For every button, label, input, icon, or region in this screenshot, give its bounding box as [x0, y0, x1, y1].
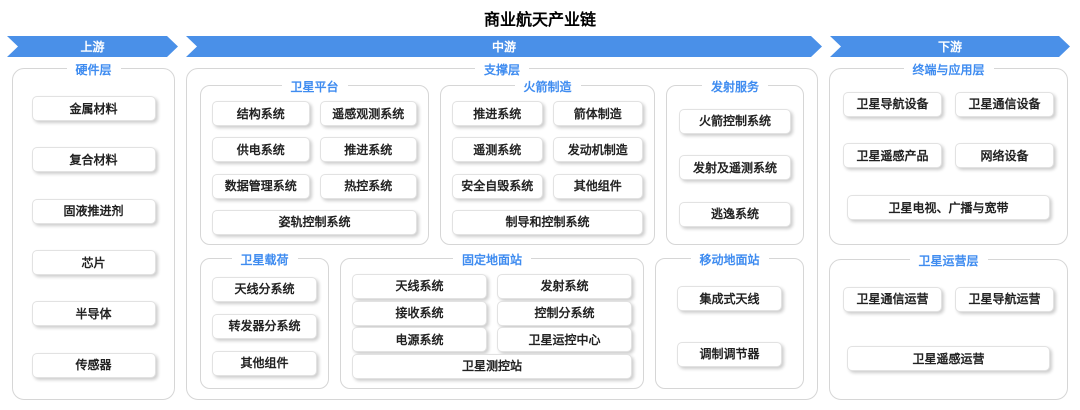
item-antenna-subsystem: 天线分系统	[212, 276, 317, 302]
item-satellite-navigation-equipment: 卫星导航设备	[843, 91, 942, 117]
item-satellite-navigation-operation: 卫星导航运营	[955, 286, 1054, 312]
arrow-downstream: 下游	[830, 36, 1070, 57]
item-thermal-control-system: 热控系统	[319, 173, 417, 199]
subpanel-rocket-manufacturing: 火箭制造 推进系统 箭体制造 遥测系统 发动机制造 安全自毁系统 其他组件 制导…	[440, 78, 655, 245]
item-rocket-propulsion-system: 推进系统	[452, 101, 543, 126]
panel-label-satellite-operation: 卫星运营层	[909, 252, 988, 269]
item-antenna-system: 天线系统	[352, 273, 487, 299]
item-telemetry-system: 遥测系统	[452, 137, 543, 163]
item-escape-system: 逃逸系统	[679, 201, 791, 227]
chain-content: 硬件层 金属材料 复合材料 固液推进剂 芯片 半导体 传感器 支撑层 卫星平台 …	[12, 61, 1068, 400]
item-satellite-tt-c-station: 卫星测控站	[352, 353, 632, 379]
item-self-destruct-system: 安全自毁系统	[452, 173, 543, 199]
panel-hardware-layer: 硬件层 金属材料 复合材料 固液推进剂 芯片 半导体 传感器	[12, 61, 175, 400]
subpanel-mobile-ground-station: 移动地面站 集成式天线 调制调节器	[655, 250, 804, 389]
item-satellite-remote-sensing-operation: 卫星遥感运营	[847, 346, 1050, 372]
subpanel-satellite-platform: 卫星平台 结构系统 遥感观测系统 供电系统 推进系统 数据管理系统 热控系统 姿…	[200, 78, 429, 245]
subpanel-label-satellite-platform: 卫星平台	[281, 78, 348, 95]
support-row-2: 卫星载荷 天线分系统 转发器分系统 其他组件 固定地面站 天线系统 发射系统 接…	[200, 250, 804, 389]
item-chips: 芯片	[31, 250, 156, 276]
arrow-midstream: 中游	[186, 36, 822, 57]
item-sensors: 传感器	[31, 352, 156, 378]
downstream-column: 终端与应用层 卫星导航设备 卫星通信设备 卫星遥感产品 网络设备 卫星电视、广播…	[829, 61, 1068, 400]
subpanel-label-fixed-ground-station: 固定地面站	[452, 250, 532, 268]
subpanel-label-mobile-ground-station: 移动地面站	[690, 250, 769, 268]
item-other-components-rocket: 其他组件	[552, 173, 643, 199]
item-metal-materials: 金属材料	[31, 96, 156, 122]
item-receive-system: 接收系统	[352, 300, 487, 326]
item-transponder-subsystem: 转发器分系统	[212, 313, 317, 339]
item-launch-telemetry-system: 发射及遥测系统	[679, 155, 791, 181]
page-title: 商业航天产业链	[483, 12, 596, 29]
panel-label-terminal-application: 终端与应用层	[903, 61, 994, 78]
item-satellite-communication-equipment: 卫星通信设备	[955, 91, 1054, 117]
subpanel-launch-service: 发射服务 火箭控制系统 发射及遥测系统 逃逸系统	[666, 78, 804, 245]
item-power-supply-system: 供电系统	[212, 137, 310, 163]
item-data-management-system: 数据管理系统	[212, 173, 310, 199]
chain-stage-arrows: 上游 中游 下游	[7, 36, 1070, 57]
item-satellite-communication-operation: 卫星通信运营	[843, 286, 942, 312]
item-integrated-antenna: 集成式天线	[676, 286, 783, 312]
item-rocket-control-system: 火箭控制系统	[679, 108, 791, 134]
item-engine-manufacturing: 发动机制造	[552, 137, 643, 163]
item-modulator-regulator: 调制调节器	[676, 341, 783, 367]
panel-label-hardware: 硬件层	[66, 61, 121, 78]
item-other-components-payload: 其他组件	[212, 350, 317, 376]
subpanel-label-launch-service: 发射服务	[701, 78, 769, 95]
item-solid-liquid-propellant: 固液推进剂	[31, 198, 156, 224]
item-propulsion-system: 推进系统	[319, 137, 417, 163]
item-satellite-operation-control-center: 卫星运控中心	[497, 327, 632, 353]
arrow-upstream: 上游	[7, 36, 178, 57]
item-satellite-tv-broadcast-broadband: 卫星电视、广播与宽带	[847, 195, 1050, 221]
item-structure-system: 结构系统	[212, 101, 310, 126]
item-guidance-control-system: 制导和控制系统	[452, 209, 643, 235]
item-network-equipment: 网络设备	[955, 143, 1054, 169]
item-control-subsystem: 控制分系统	[497, 300, 632, 326]
panel-support-layer: 支撑层 卫星平台 结构系统 遥感观测系统 供电系统 推进系统 数据管理系统 热控…	[186, 61, 818, 400]
item-satellite-remote-sensing-products: 卫星遥感产品	[843, 143, 942, 169]
subpanel-fixed-ground-station: 固定地面站 天线系统 发射系统 接收系统 控制分系统 电源系统 卫星运控中心 卫…	[340, 250, 644, 389]
subpanel-satellite-payload: 卫星载荷 天线分系统 转发器分系统 其他组件	[200, 250, 329, 389]
item-composite-materials: 复合材料	[31, 147, 156, 173]
item-rocket-body-manufacturing: 箭体制造	[552, 101, 643, 126]
subpanel-label-satellite-payload: 卫星载荷	[231, 250, 298, 268]
item-transmit-system: 发射系统	[497, 273, 632, 299]
item-power-system: 电源系统	[352, 327, 487, 353]
item-attitude-orbit-control-system: 姿轨控制系统	[212, 209, 417, 235]
item-semiconductor: 半导体	[31, 301, 156, 327]
panel-terminal-application-layer: 终端与应用层 卫星导航设备 卫星通信设备 卫星遥感产品 网络设备 卫星电视、广播…	[829, 61, 1068, 245]
panel-label-support: 支撑层	[474, 61, 530, 78]
panel-satellite-operation-layer: 卫星运营层 卫星通信运营 卫星导航运营 卫星遥感运营	[829, 252, 1068, 400]
item-remote-sensing-observation-system: 遥感观测系统	[319, 101, 417, 126]
subpanel-label-rocket-manufacturing: 火箭制造	[514, 78, 581, 95]
support-row-1: 卫星平台 结构系统 遥感观测系统 供电系统 推进系统 数据管理系统 热控系统 姿…	[200, 78, 804, 245]
